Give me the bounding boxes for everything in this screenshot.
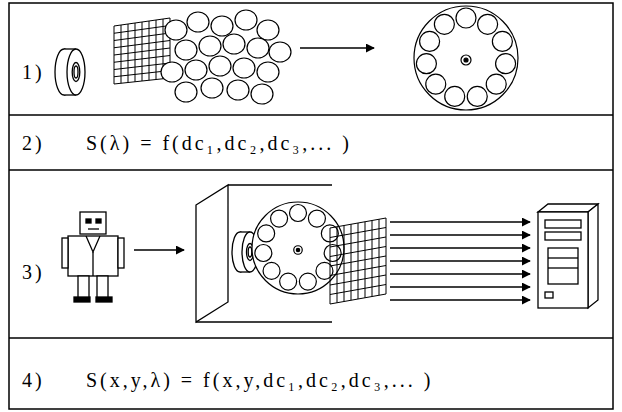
filter-slot [492,31,512,51]
row-number: 3) [22,260,45,284]
formula: S(x,y,λ) = f(x,y,dc₁,dc₂,dc₃,... ) [86,368,433,392]
wheel-hub [296,248,299,251]
filter-disk [257,62,279,82]
filter-disk [201,78,223,98]
filter-disk [185,60,207,80]
signal-arrow [390,234,530,235]
filter-slot [255,244,272,261]
signal-arrow [390,260,530,261]
filter-disk [161,62,183,82]
grid-line [386,218,387,294]
filter-disk [209,56,231,76]
grid-line [156,20,157,80]
filter-disk [223,34,245,54]
filter-disk [199,36,221,56]
circle-pile [161,10,291,104]
grid-line [365,222,366,298]
grid-line [330,266,386,276]
signal-arrow [390,299,530,300]
filter-disk [257,20,279,40]
filter-slot [290,205,307,222]
grid-line [114,56,170,63]
row-number: 4) [22,368,45,392]
signal-arrow [390,273,530,274]
filter-slot [271,210,288,227]
filter-disk [233,58,255,78]
formula: S(λ) = f(dc₁,dc₂,dc₃,... ) [86,131,352,155]
frame-border [9,3,613,409]
filter-disk [227,80,249,100]
filter-slot [478,14,498,34]
filter-slot [496,54,516,74]
grid-line [372,221,373,297]
filter-disk [187,12,209,32]
robot-figure [62,212,124,302]
row-divider [9,169,613,171]
grid-line [330,256,386,266]
filter-disk [175,82,197,102]
filter-disk [165,20,187,40]
grid-line [114,78,170,84]
row-number: 2) [22,131,45,155]
signal-arrow [390,221,530,222]
row-divider [9,114,613,116]
filter-slot [416,54,436,74]
process-arrow [300,47,374,49]
filter-slot [280,273,297,290]
wheel-hub [294,246,303,255]
filter-disk [269,42,291,62]
signal-arrow [390,247,530,248]
grid-line [379,219,380,295]
grid-line [330,294,386,304]
grid-line [330,275,386,285]
filter-slot [486,74,506,94]
filter-slot [308,210,325,227]
filter-slot [445,86,465,106]
process-arrow [134,249,184,251]
signal-arrows [390,222,530,300]
filter-disk [175,40,197,60]
roll-symbol [55,49,85,95]
filter-disk [251,84,273,104]
grid-line [114,48,170,55]
grid-symbol [330,218,386,304]
filter-disk [247,38,269,58]
grid-line [330,285,386,295]
row-number: 1) [22,60,45,84]
filter-wheel [414,6,518,110]
filter-slot [456,8,476,28]
filter-disk [235,10,257,30]
filter-slot [434,14,454,34]
wheel-rim [414,6,518,110]
wheel-hub [464,58,468,62]
filter-slot [467,86,487,106]
filter-slot [426,74,446,94]
filter-slot [263,262,280,279]
row-divider [9,337,613,339]
filter-slot [420,31,440,51]
grid-line [149,21,150,80]
filter-slot [299,273,316,290]
filter-disk [211,16,233,36]
computer-tower [538,204,598,308]
signal-arrow [390,286,530,287]
filter-slot [258,225,275,242]
wheel-hub [461,55,471,65]
